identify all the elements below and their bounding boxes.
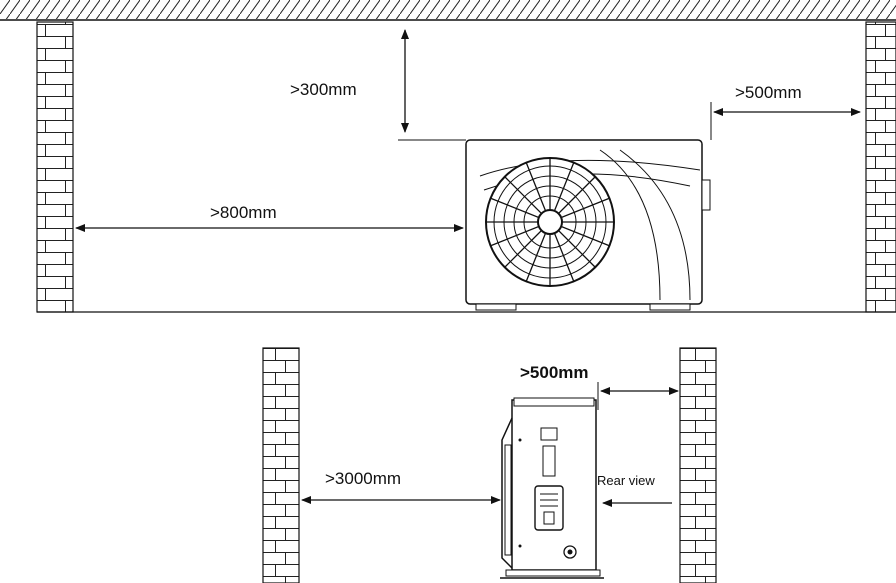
right-brick-wall	[865, 21, 896, 313]
right-clearance-label: >500mm	[735, 83, 802, 102]
rear-clearance-label: >500mm	[520, 363, 589, 382]
front-clearance-label: >800mm	[210, 203, 277, 222]
front-view-scene: >300mm >500mm >800mm	[0, 0, 896, 313]
side-clearance-label: >3000mm	[325, 469, 401, 488]
bottom-right-brick-wall	[679, 347, 717, 583]
rear-view-label: Rear view	[597, 473, 655, 488]
side-view-scene: >500mm >3000mm Rear view	[262, 347, 717, 583]
top-clearance-label: >300mm	[290, 80, 357, 99]
heat-pump-unit-side	[500, 397, 604, 579]
fan-grille	[485, 157, 615, 287]
left-brick-wall	[36, 21, 74, 313]
ceiling-hatch	[0, 0, 896, 19]
bottom-left-brick-wall	[262, 347, 300, 583]
heat-pump-unit-front	[465, 139, 711, 311]
